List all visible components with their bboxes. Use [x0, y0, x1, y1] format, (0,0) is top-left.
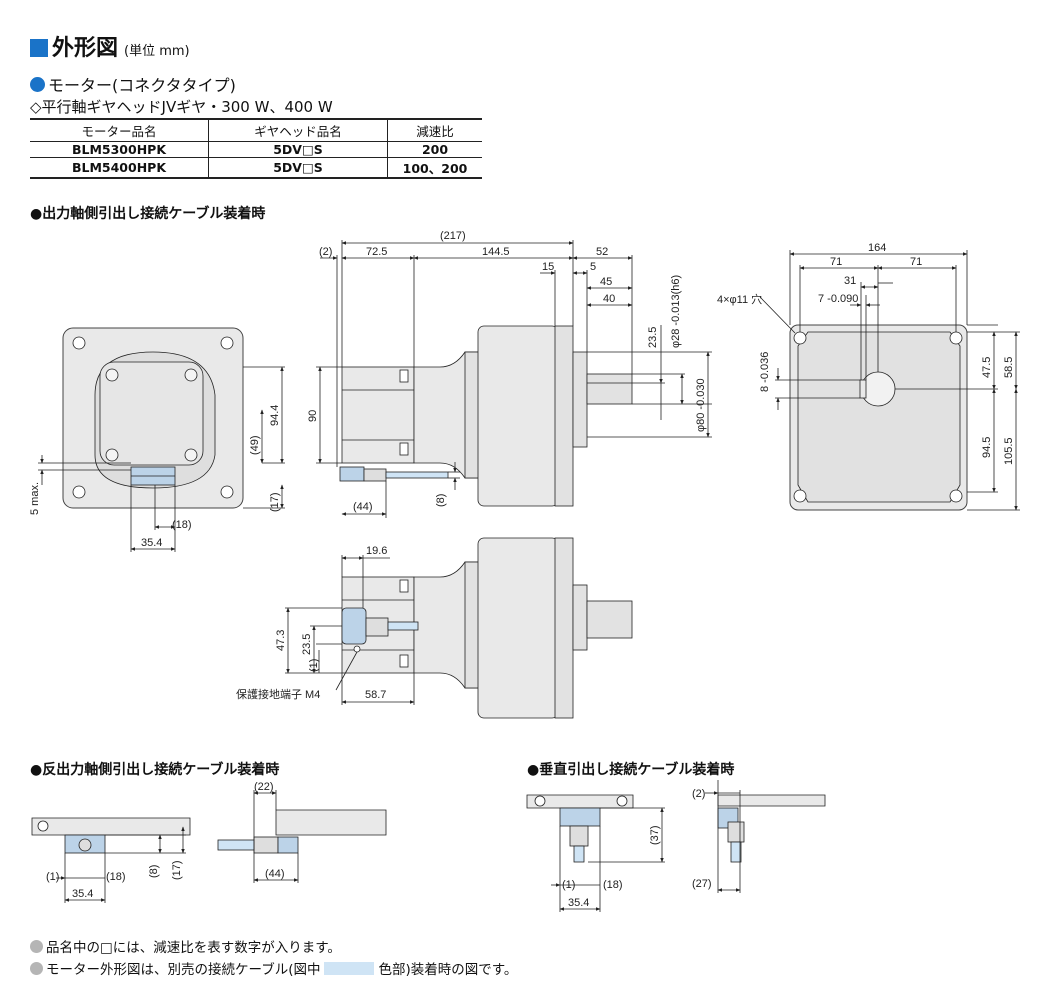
dim-94-5: 94.5 — [981, 437, 993, 458]
unit-label: (単位 mm) — [124, 44, 190, 59]
dim-44: (44) — [353, 501, 373, 513]
heading-vertical: ●垂直引出し接続ケーブル装着時 — [527, 762, 735, 778]
cable-color-swatch — [324, 961, 375, 975]
title-square-icon — [30, 39, 48, 57]
vertical-side-small — [717, 794, 826, 863]
dim-47-3: 47.3 — [275, 630, 287, 651]
note-2-text-a: モーター外形図は、別売の接続ケーブル(図中 — [46, 962, 321, 978]
dim-b-35-4: 35.4 — [72, 888, 93, 900]
dim-72-5: 72.5 — [366, 246, 387, 258]
table-header-row: モーター品名 ギヤヘッド品名 減速比 — [30, 118, 482, 142]
dim-35-4: 35.4 — [141, 537, 162, 549]
note-2: モーター外形図は、別売の接続ケーブル(図中 色部)装着時の図です。 — [30, 958, 517, 978]
dimension-labels: (217) (2) 72.5 144.5 52 15 5 45 40 23.5 … — [29, 230, 1015, 909]
dim-52: 52 — [596, 246, 608, 258]
cell-motor: BLM5300HPK — [30, 141, 209, 158]
dim-c-2: (2) — [692, 788, 705, 800]
col-ratio: 減速比 — [387, 118, 482, 142]
heading-opposite-side: ●反出力軸側引出し接続ケーブル装着時 — [30, 762, 280, 778]
dim-c-37: (37) — [649, 825, 661, 845]
dim-b-17: (17) — [171, 860, 183, 880]
dim-217: (217) — [440, 230, 466, 242]
table-row: BLM5300HPK 5DV□S 200 — [30, 141, 482, 158]
cell-motor: BLM5400HPK — [30, 157, 209, 179]
dim-8-key: 8 -0.036 — [759, 352, 771, 392]
spec-table: モーター品名 ギヤヘッド品名 減速比 BLM5300HPK 5DV□S 200 … — [30, 118, 482, 179]
dim-b-1: (1) — [46, 871, 59, 883]
heading-output-side: ●出力軸側引出し接続ケーブル装着時 — [30, 206, 266, 222]
gray-bullet-icon — [30, 939, 43, 953]
dim-7: 7 -0.090 — [818, 293, 858, 305]
dim-c-18: (18) — [603, 879, 623, 891]
dim-58-7: 58.7 — [365, 689, 386, 701]
dim-23-5: 23.5 — [647, 327, 659, 348]
dim-94-4: 94.4 — [269, 405, 281, 426]
dim-2: (2) — [319, 246, 332, 258]
cell-ratio: 100、200 — [387, 157, 482, 179]
dim-c-35-4: 35.4 — [568, 897, 589, 909]
note-1: 品名中の□には、減速比を表す数字が入ります。 — [30, 936, 341, 956]
opposite-side-front-small — [31, 817, 191, 854]
ground-terminal-label: 保護接地端子 M4 — [236, 687, 320, 701]
dim-phi80: φ80 -0.030 — [695, 378, 707, 432]
opposite-side-side-small — [217, 809, 387, 854]
dim-b-22: (22) — [254, 781, 274, 793]
dim-58-5: 58.5 — [1003, 357, 1015, 378]
page-title: 外形図 — [52, 36, 119, 61]
title-block: 外形図 (単位 mm) — [30, 30, 190, 62]
dim-5: 5 — [590, 261, 596, 273]
dim-90: 90 — [307, 410, 319, 422]
dim-71a: 71 — [830, 256, 842, 268]
dim-b-44: (44) — [265, 868, 285, 880]
dim-31: 31 — [844, 275, 856, 287]
dim-23-5b: 23.5 — [301, 634, 313, 655]
dim-17: (17) — [269, 492, 281, 512]
note-2-text-b: 色部)装着時の図です。 — [378, 962, 518, 978]
dim-b-18: (18) — [106, 871, 126, 883]
section-heading: モーター(コネクタタイプ) — [30, 72, 236, 96]
dim-5max: 5 max. — [29, 482, 41, 515]
section-subheading: ◇平行軸ギヤヘッドJVギヤ・300 W、400 W — [30, 98, 333, 116]
holes-label: 4×φ11 穴 — [717, 292, 762, 306]
col-gearhead: ギヤヘッド品名 — [208, 118, 388, 142]
dim-47-5: 47.5 — [981, 357, 993, 378]
dim-164: 164 — [868, 242, 886, 254]
note-1-text: 品名中の□には、減速比を表す数字が入ります。 — [46, 940, 341, 956]
motor-top-view — [341, 537, 633, 719]
vertical-front-small — [526, 794, 634, 863]
gearhead-flange-view — [789, 324, 968, 511]
dim-144-5: 144.5 — [482, 246, 510, 258]
dim-40: 40 — [603, 293, 615, 305]
dim-49: (49) — [249, 435, 261, 455]
dim-15: 15 — [542, 261, 554, 273]
dim-phi28: φ28 -0.013(h6) — [670, 275, 682, 348]
dim-c-1: (1) — [562, 879, 575, 891]
gray-bullet-icon — [30, 961, 43, 975]
dim-105-5: 105.5 — [1003, 437, 1015, 465]
table-row: BLM5400HPK 5DV□S 100、200 — [30, 157, 482, 179]
dim-8: (8) — [435, 494, 447, 507]
dim-1: (1) — [308, 659, 320, 672]
cell-gearhead: 5DV□S — [208, 157, 388, 179]
dim-19-6: 19.6 — [366, 545, 387, 557]
dim-45: 45 — [600, 276, 612, 288]
motor-side-view — [339, 325, 633, 507]
dim-71b: 71 — [910, 256, 922, 268]
dim-18: (18) — [172, 519, 192, 531]
dim-c-27: (27) — [692, 878, 712, 890]
cell-gearhead: 5DV□S — [208, 141, 388, 158]
motor-front-view — [62, 327, 244, 509]
circle-bullet-icon — [30, 76, 45, 92]
cell-ratio: 200 — [387, 141, 482, 158]
section-heading-text: モーター(コネクタタイプ) — [48, 76, 236, 95]
dim-b-8: (8) — [148, 865, 160, 878]
col-motor: モーター品名 — [30, 118, 209, 142]
